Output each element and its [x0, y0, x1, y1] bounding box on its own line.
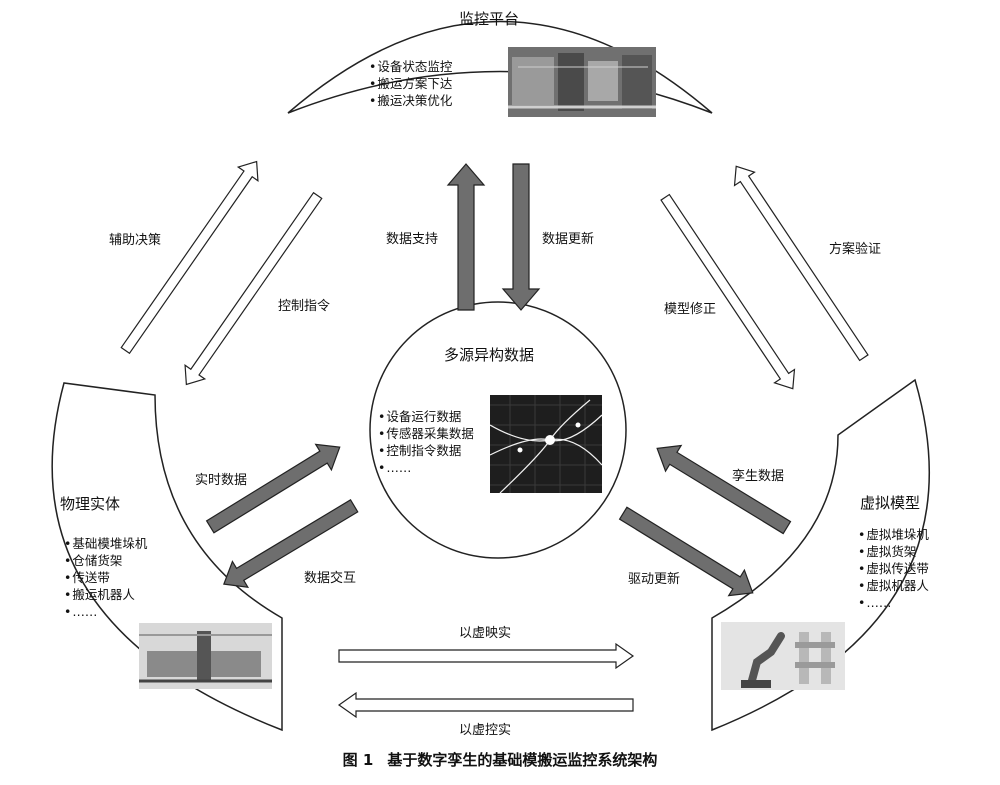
- monitor-platform-list: 设备状态监控 搬运方案下达 搬运决策优化: [369, 58, 452, 109]
- virtual-reflect-real-arrow: [338, 642, 635, 670]
- list-item: 传送带: [64, 569, 147, 586]
- virtual-model-title: 虚拟模型: [860, 494, 921, 512]
- aux-decision-label: 辅助决策: [109, 233, 162, 248]
- multi-source-data-title: 多源异构数据: [444, 346, 535, 364]
- list-item: 基础模堆垛机: [64, 535, 147, 552]
- list-item: 传感器采集数据: [378, 425, 474, 442]
- virtual-reflect-real-label: 以虚映实: [459, 626, 512, 641]
- data-update-label: 数据更新: [542, 232, 595, 247]
- monitor-platform-photo: [508, 47, 656, 117]
- aux-decision-arrow: [120, 160, 259, 355]
- list-item: 搬运方案下达: [369, 75, 452, 92]
- model-fix-label: 模型修正: [664, 302, 717, 317]
- list-item: 虚拟传送带: [858, 560, 929, 577]
- twin-data-label: 孪生数据: [732, 469, 785, 484]
- list-item: 设备运行数据: [378, 408, 474, 425]
- physical-entity-title: 物理实体: [60, 495, 121, 513]
- data-interact-arrow: [223, 499, 359, 588]
- data-network-photo: [490, 395, 602, 493]
- list-item: ……: [858, 594, 929, 611]
- control-cmd-label: 控制指令: [278, 299, 331, 314]
- data-update-arrow: [501, 163, 541, 311]
- list-item: 设备状态监控: [369, 58, 452, 75]
- list-item: 仓储货架: [64, 552, 147, 569]
- list-item: 搬运决策优化: [369, 92, 452, 109]
- figure-caption-text: 基于数字孪生的基础模搬运监控系统架构: [387, 751, 658, 769]
- list-item: 控制指令数据: [378, 442, 474, 459]
- list-item: ……: [64, 603, 147, 620]
- realtime-data-arrow: [205, 443, 341, 534]
- data-interact-label: 数据交互: [304, 571, 357, 586]
- data-support-arrow: [446, 163, 486, 311]
- virtual-control-real-arrow: [337, 691, 634, 719]
- data-support-label: 数据支持: [386, 232, 439, 247]
- control-cmd-arrow: [184, 191, 323, 386]
- monitor-platform-title: 监控平台: [459, 10, 520, 28]
- twin-data-arrow: [656, 444, 792, 535]
- model-fix-arrow: [660, 193, 796, 390]
- figure-number: 图 1: [342, 751, 374, 769]
- virtual-model-photo: [721, 622, 845, 690]
- list-item: 虚拟堆垛机: [858, 526, 929, 543]
- list-item: ……: [378, 459, 474, 476]
- figure-caption: 图 1 基于数字孪生的基础模搬运监控系统架构: [0, 749, 1000, 770]
- scheme-verify-label: 方案验证: [829, 242, 882, 257]
- list-item: 搬运机器人: [64, 586, 147, 603]
- virtual-model-list: 虚拟堆垛机 虚拟货架 虚拟传送带 虚拟机器人 ……: [858, 526, 929, 611]
- multi-source-data-list: 设备运行数据 传感器采集数据 控制指令数据 ……: [378, 408, 474, 476]
- list-item: 虚拟货架: [858, 543, 929, 560]
- realtime-data-label: 实时数据: [195, 473, 248, 488]
- drive-update-label: 驱动更新: [628, 572, 681, 587]
- physical-entity-list: 基础模堆垛机 仓储货架 传送带 搬运机器人 ……: [64, 535, 147, 620]
- scheme-verify-arrow: [733, 165, 869, 362]
- list-item: 虚拟机器人: [858, 577, 929, 594]
- drive-update-arrow: [618, 506, 754, 597]
- virtual-control-real-label: 以虚控实: [459, 723, 512, 738]
- physical-entity-photo: [139, 623, 272, 689]
